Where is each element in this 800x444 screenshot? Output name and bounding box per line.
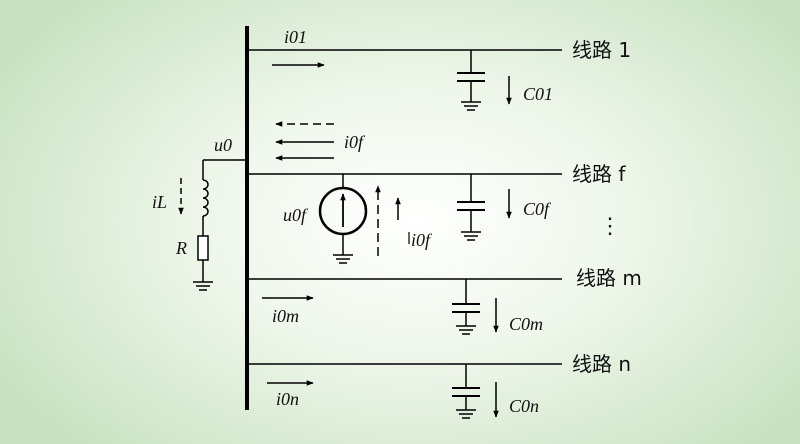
label-i0m: i0m bbox=[272, 306, 299, 326]
capacitor-c01 bbox=[457, 50, 485, 111]
label-u0f: u0f bbox=[283, 205, 309, 225]
label-i0f-side: i0f bbox=[411, 230, 433, 250]
capacitor-c0n bbox=[452, 364, 480, 419]
label-line-f: 线路 f bbox=[572, 162, 626, 186]
label-line-m: 线路 m bbox=[576, 266, 642, 290]
label-line-1: 线路 1 bbox=[572, 38, 631, 62]
grounding-branch bbox=[193, 159, 247, 291]
label-il: iL bbox=[152, 192, 167, 212]
label-c0f: C0f bbox=[523, 199, 552, 219]
label-c01: C01 bbox=[523, 84, 553, 104]
label-i01: i01 bbox=[284, 27, 307, 47]
label-r: R bbox=[175, 238, 187, 258]
label-c0m: C0m bbox=[509, 314, 543, 334]
label-i0f-top: i0f bbox=[344, 132, 366, 152]
ellipsis-vertical: ⋮ bbox=[599, 213, 621, 238]
resistor bbox=[197, 235, 209, 261]
label-i0n: i0n bbox=[276, 389, 299, 409]
label-u0: u0 bbox=[214, 135, 232, 155]
inductor-coil bbox=[202, 179, 209, 217]
capacitor-c0m bbox=[452, 279, 480, 335]
label-c0n: C0n bbox=[509, 396, 539, 416]
label-line-n: 线路 n bbox=[572, 352, 631, 376]
voltage-source-u0f bbox=[318, 174, 368, 264]
capacitor-c0f bbox=[457, 174, 485, 241]
